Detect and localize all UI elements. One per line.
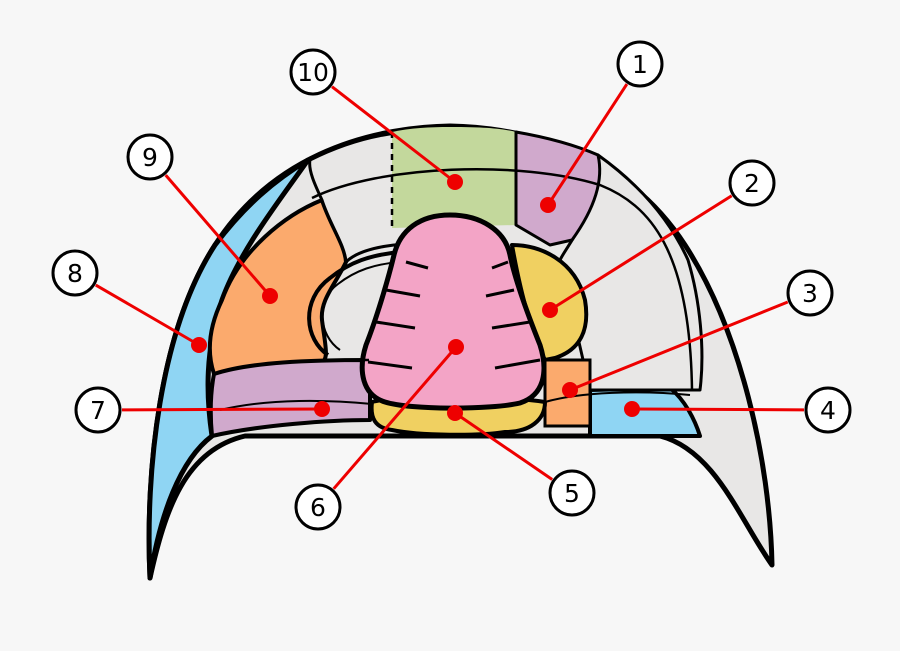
label-number-8: 8	[67, 259, 83, 288]
label-circle-6	[294, 483, 342, 531]
label-circle-4	[804, 386, 852, 434]
pointer-line-9	[164, 174, 272, 297]
pointer-line-6	[332, 346, 458, 490]
glabellar-furrow-5	[375, 320, 416, 330]
pointer-line-3	[569, 300, 789, 392]
label-number-10: 10	[297, 58, 329, 87]
label-circle-8	[51, 249, 99, 297]
left-posterior-area	[208, 358, 372, 438]
pointer-dot-2	[542, 302, 558, 318]
pointer-dot-7	[314, 401, 330, 417]
glabellar-furrow-4	[485, 288, 515, 298]
pointer-dot-6	[448, 339, 464, 355]
pointer-lines	[95, 83, 805, 490]
glabellar-furrow-7	[367, 360, 413, 370]
pointer-dot-9	[262, 288, 278, 304]
pointer-line-8	[95, 283, 200, 347]
label-number-6: 6	[310, 493, 326, 522]
label-circle-1	[616, 40, 664, 88]
glabellar-furrow-2	[491, 260, 509, 270]
pointer-line-2	[549, 194, 733, 312]
pointer-dot-10	[447, 174, 463, 190]
label-circle-9	[126, 133, 174, 181]
left-eye-ridge-inner	[321, 261, 401, 351]
pointer-dot-5	[447, 405, 463, 421]
border-furrow	[311, 168, 694, 391]
pointer-dot-8	[191, 337, 207, 353]
label-number-2: 2	[744, 169, 760, 198]
pointer-line-7	[121, 407, 323, 412]
pointer-line-4	[631, 407, 805, 412]
posterior-furrow-right	[544, 391, 691, 403]
glabellar-furrow-1	[405, 260, 429, 270]
pointer-line-10	[331, 85, 456, 184]
label-circle-7	[74, 386, 122, 434]
pointer-line-1	[546, 83, 629, 206]
glabellar-furrow-3	[385, 288, 421, 298]
pointer-dot-4	[624, 401, 640, 417]
label-circle-5	[548, 469, 596, 517]
glabellar-furrow-6	[491, 320, 531, 330]
label-group: 1 2 3 4 5 6 7 8 9 10	[51, 40, 852, 531]
pointer-line-5	[454, 411, 554, 481]
left-eye-ridge	[307, 250, 401, 357]
pointer-dot-3	[562, 382, 578, 398]
label-number-1: 1	[632, 50, 648, 79]
posterior-furrow-left	[219, 399, 373, 411]
label-number-4: 4	[820, 396, 836, 425]
label-number-7: 7	[90, 396, 106, 425]
label-circle-2	[728, 159, 776, 207]
label-number-3: 3	[802, 279, 818, 308]
pointer-dot-1	[540, 197, 556, 213]
left-border-region	[146, 157, 311, 581]
label-circle-3	[786, 269, 834, 317]
label-number-5: 5	[564, 479, 580, 508]
label-number-9: 9	[142, 143, 158, 172]
glabellar-furrow-8	[494, 358, 541, 370]
label-circle-10	[289, 48, 337, 96]
